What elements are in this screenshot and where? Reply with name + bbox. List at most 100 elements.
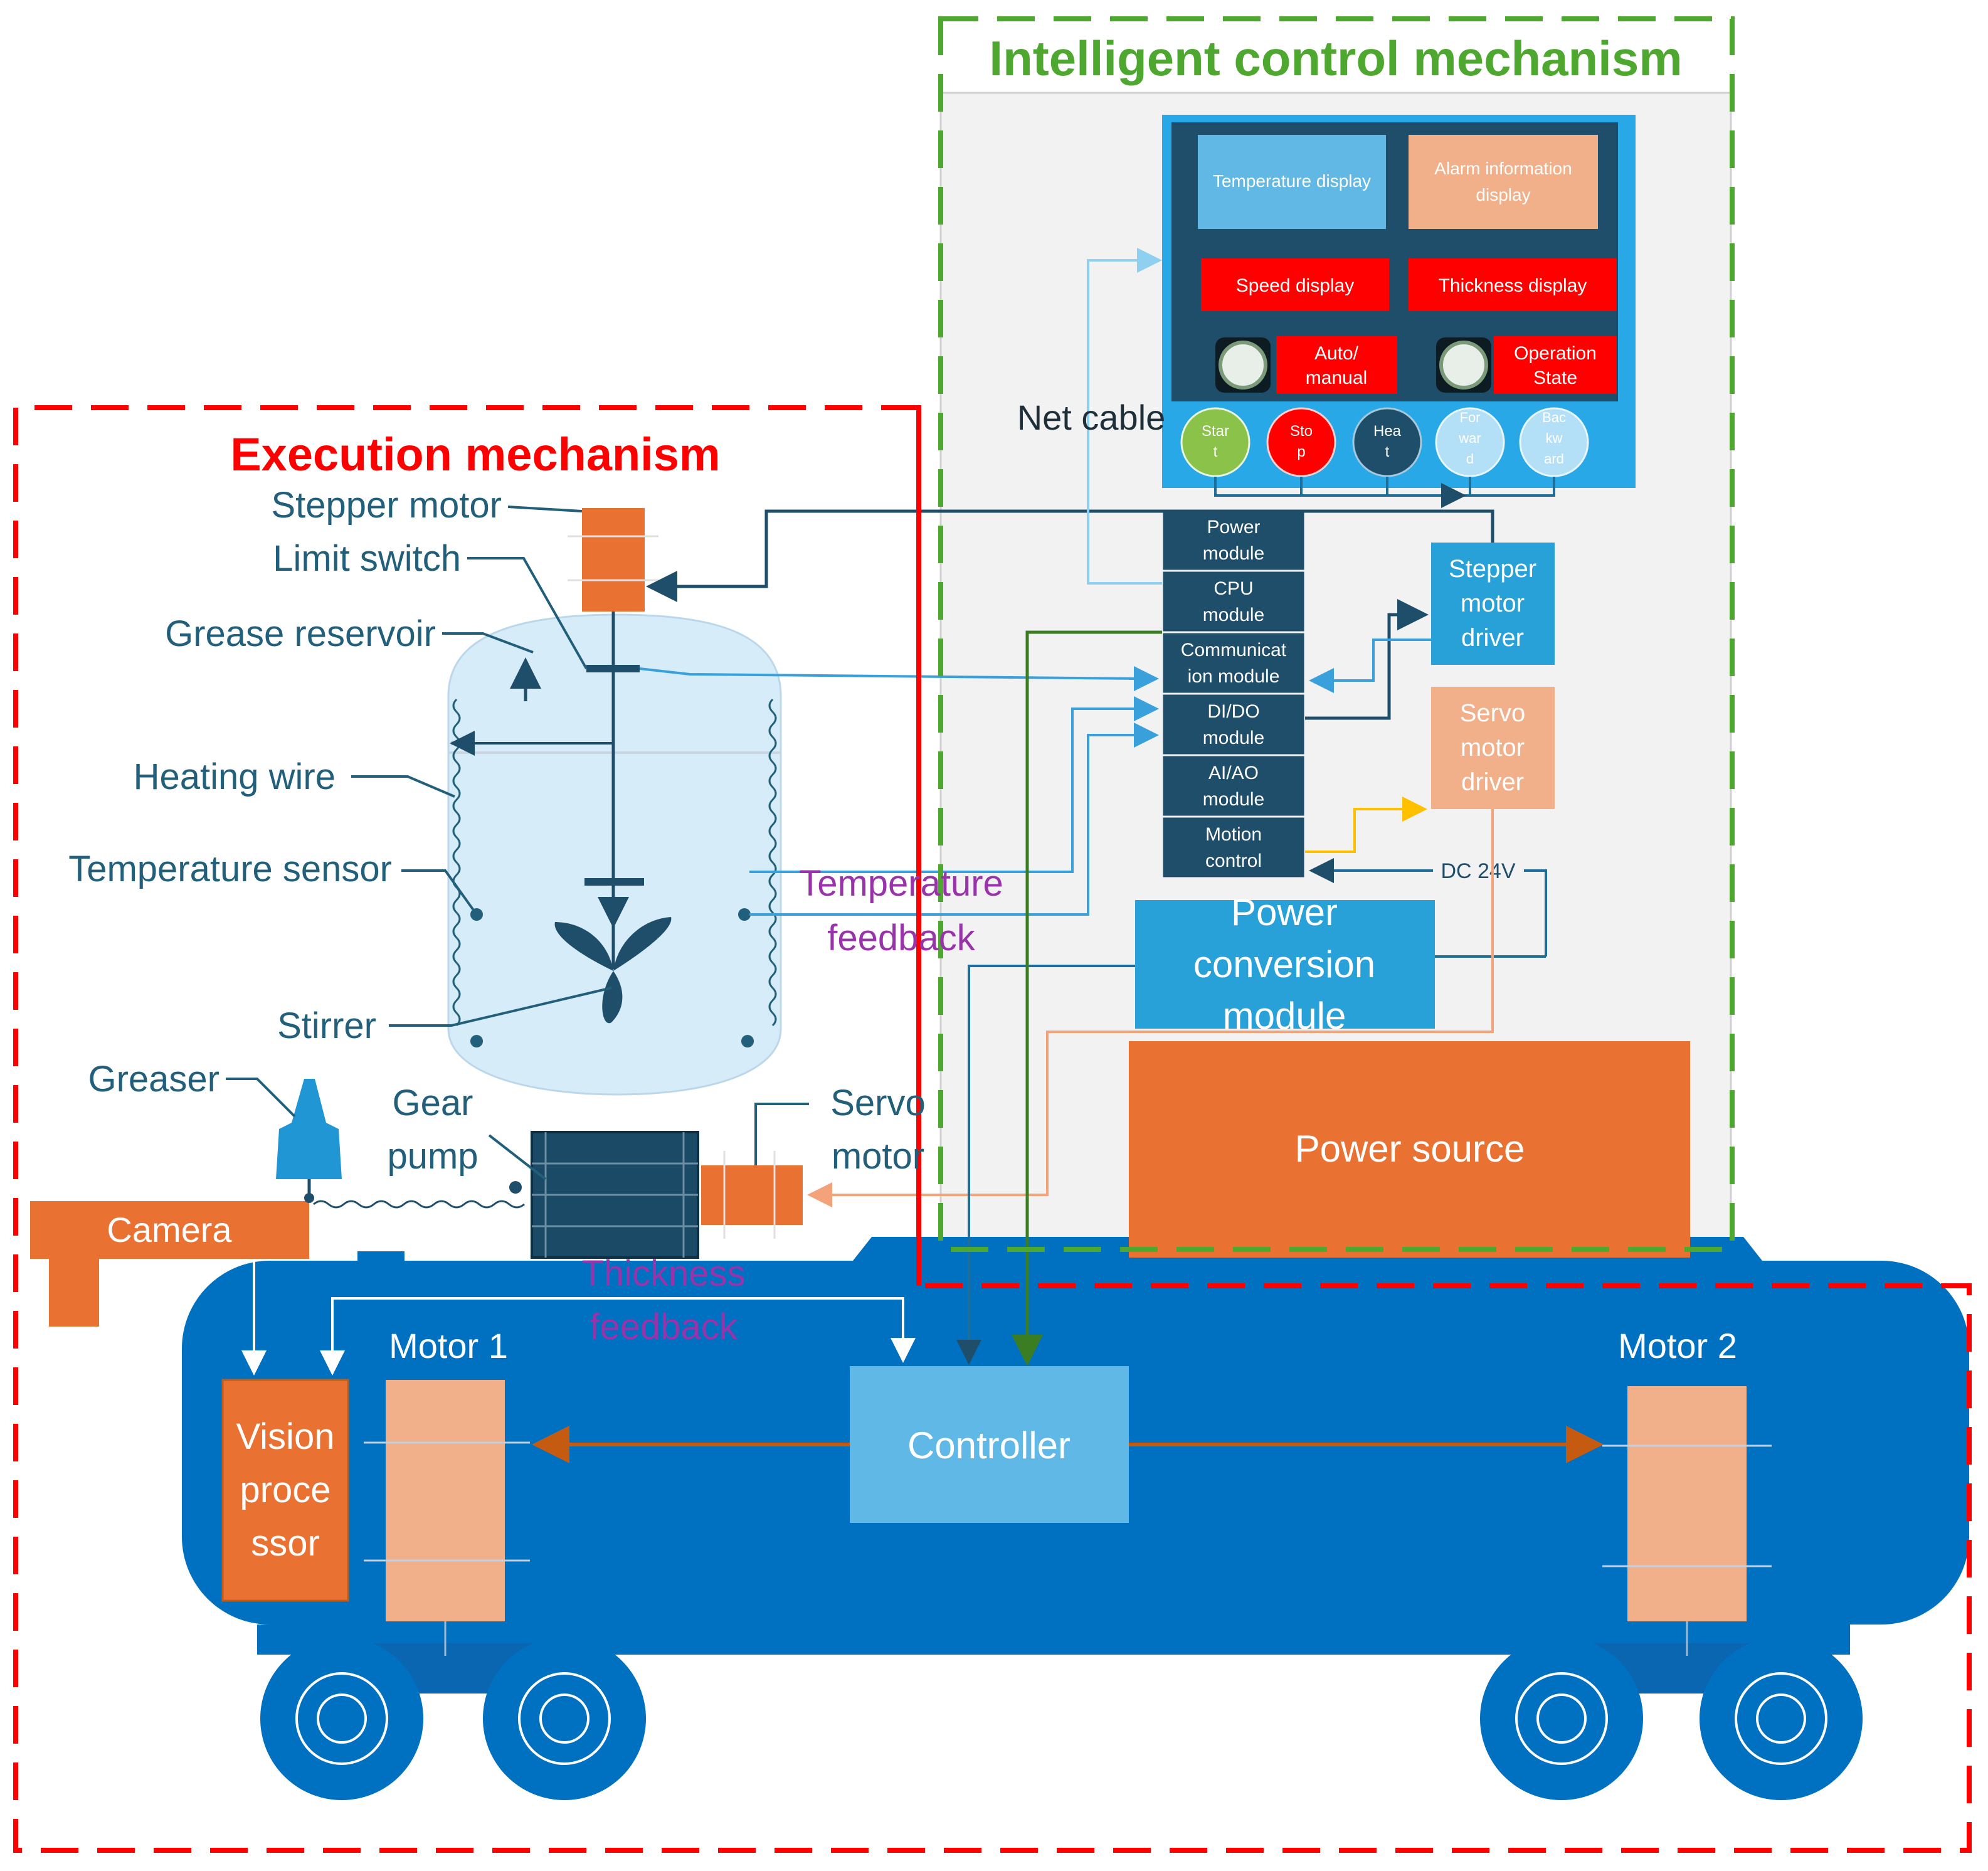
forward-button[interactable] (1435, 407, 1505, 477)
stepper-driver-label-3: driver (1461, 624, 1524, 652)
heating-wire-label: Heating wire (134, 756, 336, 797)
stop-button-label-1: Sto (1290, 423, 1313, 440)
limit-switch-label: Limit switch (273, 538, 461, 579)
dc-24v-label-bg (1433, 858, 1524, 884)
temperature-display (1198, 135, 1386, 229)
stop-button[interactable] (1266, 407, 1336, 477)
comm-to-controller-line (1025, 630, 1162, 1342)
execution-mechanism-title: Execution mechanism (230, 428, 720, 480)
controller-box (850, 1366, 1129, 1523)
stepper-control-line (665, 509, 1494, 588)
alarm-display (1409, 135, 1598, 229)
wheel-4 (1700, 1637, 1863, 1800)
temperature-feedback-label-1: Temperature (799, 863, 1003, 904)
motion-control-label-2: control (1205, 851, 1262, 871)
plc-stack (1161, 508, 1306, 879)
greaser-label: Greaser (88, 1059, 219, 1100)
camera-label: Camera (107, 1210, 232, 1249)
stirrer-label: Stirrer (277, 1005, 376, 1046)
start-button-label-2: t (1213, 443, 1218, 460)
stirrer-propeller (554, 917, 672, 1024)
servo-driver-label-3: driver (1461, 768, 1524, 796)
aiao-module-label-2: module (1203, 789, 1264, 810)
start-button-label-1: Star (1202, 423, 1229, 440)
servo-driver-label-2: motor (1461, 734, 1525, 761)
backward-button-label-3: ard (1544, 451, 1564, 467)
servo-motor (701, 1165, 803, 1225)
operation-state-label-1: Operation (1514, 343, 1597, 364)
dido-module-label-1: DI/DO (1207, 701, 1259, 722)
heating-wire-right (768, 698, 777, 1027)
thickness-display-label: Thickness display (1439, 275, 1587, 296)
thickness-feedback-label-2: feedback (590, 1307, 738, 1347)
temperature-sensor-2 (738, 908, 751, 921)
heat-button-label-1: Hea (1373, 423, 1402, 440)
stepper-motor-label: Stepper motor (271, 485, 502, 526)
temperature-feedback-label-2: feedback (827, 918, 975, 958)
power-conversion-label-2: conversion (1193, 943, 1375, 985)
servo-motor-label-2: motor (832, 1136, 924, 1177)
backward-button-label-2: kw (1546, 430, 1563, 446)
wheel-3 (1480, 1637, 1643, 1800)
net-cable-label: Net cable (1017, 398, 1166, 437)
power-module-label-2: module (1203, 543, 1264, 564)
backward-button-label-1: Bac (1542, 410, 1566, 425)
motor-1-box (386, 1380, 505, 1621)
dido-module-label-2: module (1203, 728, 1264, 748)
temperature-sensor-label: Temperature sensor (68, 849, 392, 889)
vision-processor-label-1: Vision (236, 1416, 335, 1457)
stepper-motor-driver (1431, 543, 1555, 665)
alarm-display-label-1: Alarm information (1434, 159, 1572, 178)
temperature-display-label: Temperature display (1213, 171, 1371, 191)
power-conversion-module (1135, 900, 1435, 1029)
power-source (1129, 1041, 1690, 1258)
stepper-driver-to-comm (1323, 639, 1431, 682)
limit-stop-plate (584, 878, 644, 886)
alarm-display-label-2: display (1476, 185, 1530, 204)
forward-button-label-2: war (1458, 430, 1481, 446)
motor-2-box (1627, 1386, 1747, 1621)
speed-display-label: Speed display (1236, 275, 1354, 296)
cpu-module-label-1: CPU (1213, 578, 1253, 599)
forward-button-label-3: d (1466, 451, 1474, 467)
operation-state-label-2: State (1533, 368, 1577, 388)
grease-line-sensor (509, 1181, 522, 1194)
cpu-module-label-2: module (1203, 605, 1264, 625)
thickness-feedback-label-1: Thickness (581, 1253, 745, 1294)
servo-motor-driver (1431, 687, 1555, 809)
wheel-1 (260, 1637, 423, 1800)
greaser (276, 1079, 342, 1203)
heat-button[interactable] (1352, 407, 1422, 477)
heat-button-label-2: t (1385, 443, 1390, 460)
power-conversion-label-3: module (1223, 995, 1346, 1037)
temperature-sensor-4 (741, 1035, 754, 1047)
net-cable-line (1087, 259, 1162, 585)
control-border (938, 16, 1735, 1252)
operation-state-indicator (1494, 336, 1617, 394)
auto-manual-lamp (1219, 341, 1267, 390)
motion-to-servo-driver (1305, 808, 1398, 853)
comm-module-label-2: ion module (1188, 666, 1280, 687)
backward-button[interactable] (1519, 407, 1589, 477)
auto-manual-label-1: Auto/ (1314, 343, 1359, 364)
grease-line-wave (313, 1200, 525, 1209)
stepper-motor (582, 508, 645, 612)
auto-manual-label-2: manual (1306, 368, 1367, 388)
start-button[interactable] (1180, 407, 1250, 477)
vision-processor-label-3: ssor (251, 1523, 320, 1564)
aiao-module-label-1: AI/AO (1208, 763, 1259, 783)
thickness-display (1409, 258, 1617, 311)
dc-24v-label: DC 24V (1441, 859, 1515, 883)
auto-manual-indicator (1276, 336, 1397, 394)
speed-display (1201, 258, 1389, 311)
temperature-feedback-line-1 (749, 708, 1141, 873)
power-module-label-1: Power (1207, 517, 1260, 538)
gear-pump-label-1: Gear (393, 1083, 473, 1123)
limit-switch (586, 665, 640, 672)
controller-label: Controller (907, 1424, 1071, 1466)
execution-border (13, 405, 1972, 1853)
motion-control-label-1: Motion (1205, 824, 1262, 845)
forward-button-label-1: For (1460, 410, 1481, 425)
power-conversion-label-1: Power (1231, 891, 1338, 933)
comm-module-label-1: Communicat (1181, 640, 1287, 660)
